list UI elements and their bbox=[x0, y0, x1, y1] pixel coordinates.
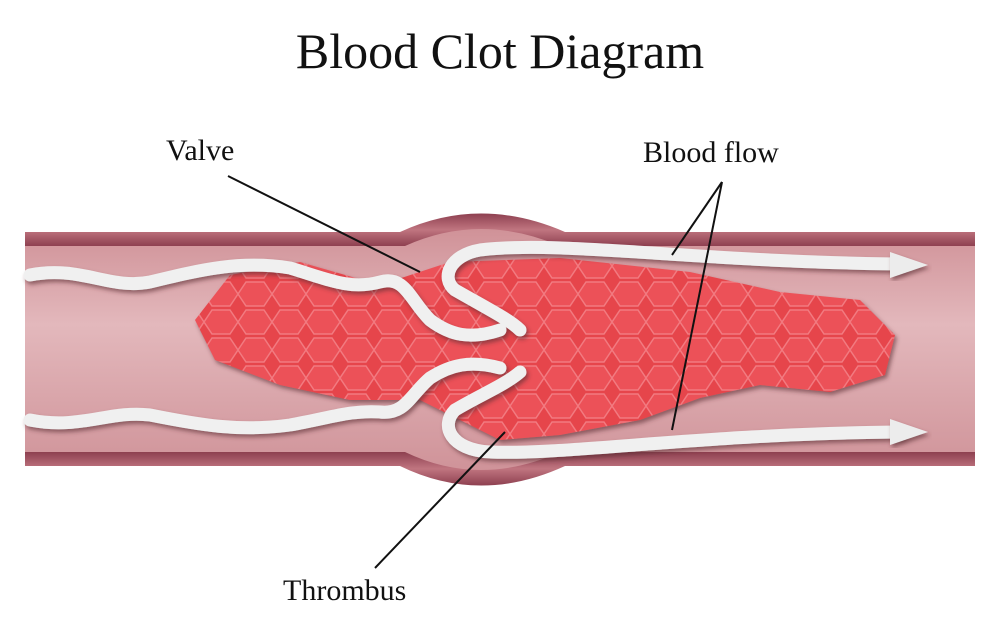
blood-flow-leader-line-bottom bbox=[671, 181, 723, 431]
thrombus-leader-line bbox=[374, 431, 506, 569]
arrowhead-bottom-icon bbox=[890, 419, 928, 445]
flow-path-top-left bbox=[23, 258, 507, 342]
thrombus bbox=[195, 258, 895, 440]
blood-flow-arrows bbox=[23, 240, 907, 459]
leader-lines bbox=[227, 175, 723, 569]
blood-flow-leader-line-top bbox=[671, 181, 723, 256]
valve-label: Valve bbox=[166, 134, 235, 167]
diagram-title: Blood Clot Diagram bbox=[295, 23, 705, 79]
vessel-wall-bottom bbox=[25, 452, 975, 486]
flow-path-top-valve bbox=[441, 240, 907, 337]
flow-path-bottom-valve bbox=[441, 365, 907, 459]
thrombus-label: Thrombus bbox=[283, 574, 407, 607]
vessel-wall-top bbox=[25, 213, 975, 246]
blood-flow-label: Blood flow bbox=[643, 136, 779, 169]
valve-leader-line bbox=[227, 175, 421, 273]
arrowhead-top-icon bbox=[890, 252, 928, 278]
flow-path-bottom-left bbox=[23, 357, 507, 435]
